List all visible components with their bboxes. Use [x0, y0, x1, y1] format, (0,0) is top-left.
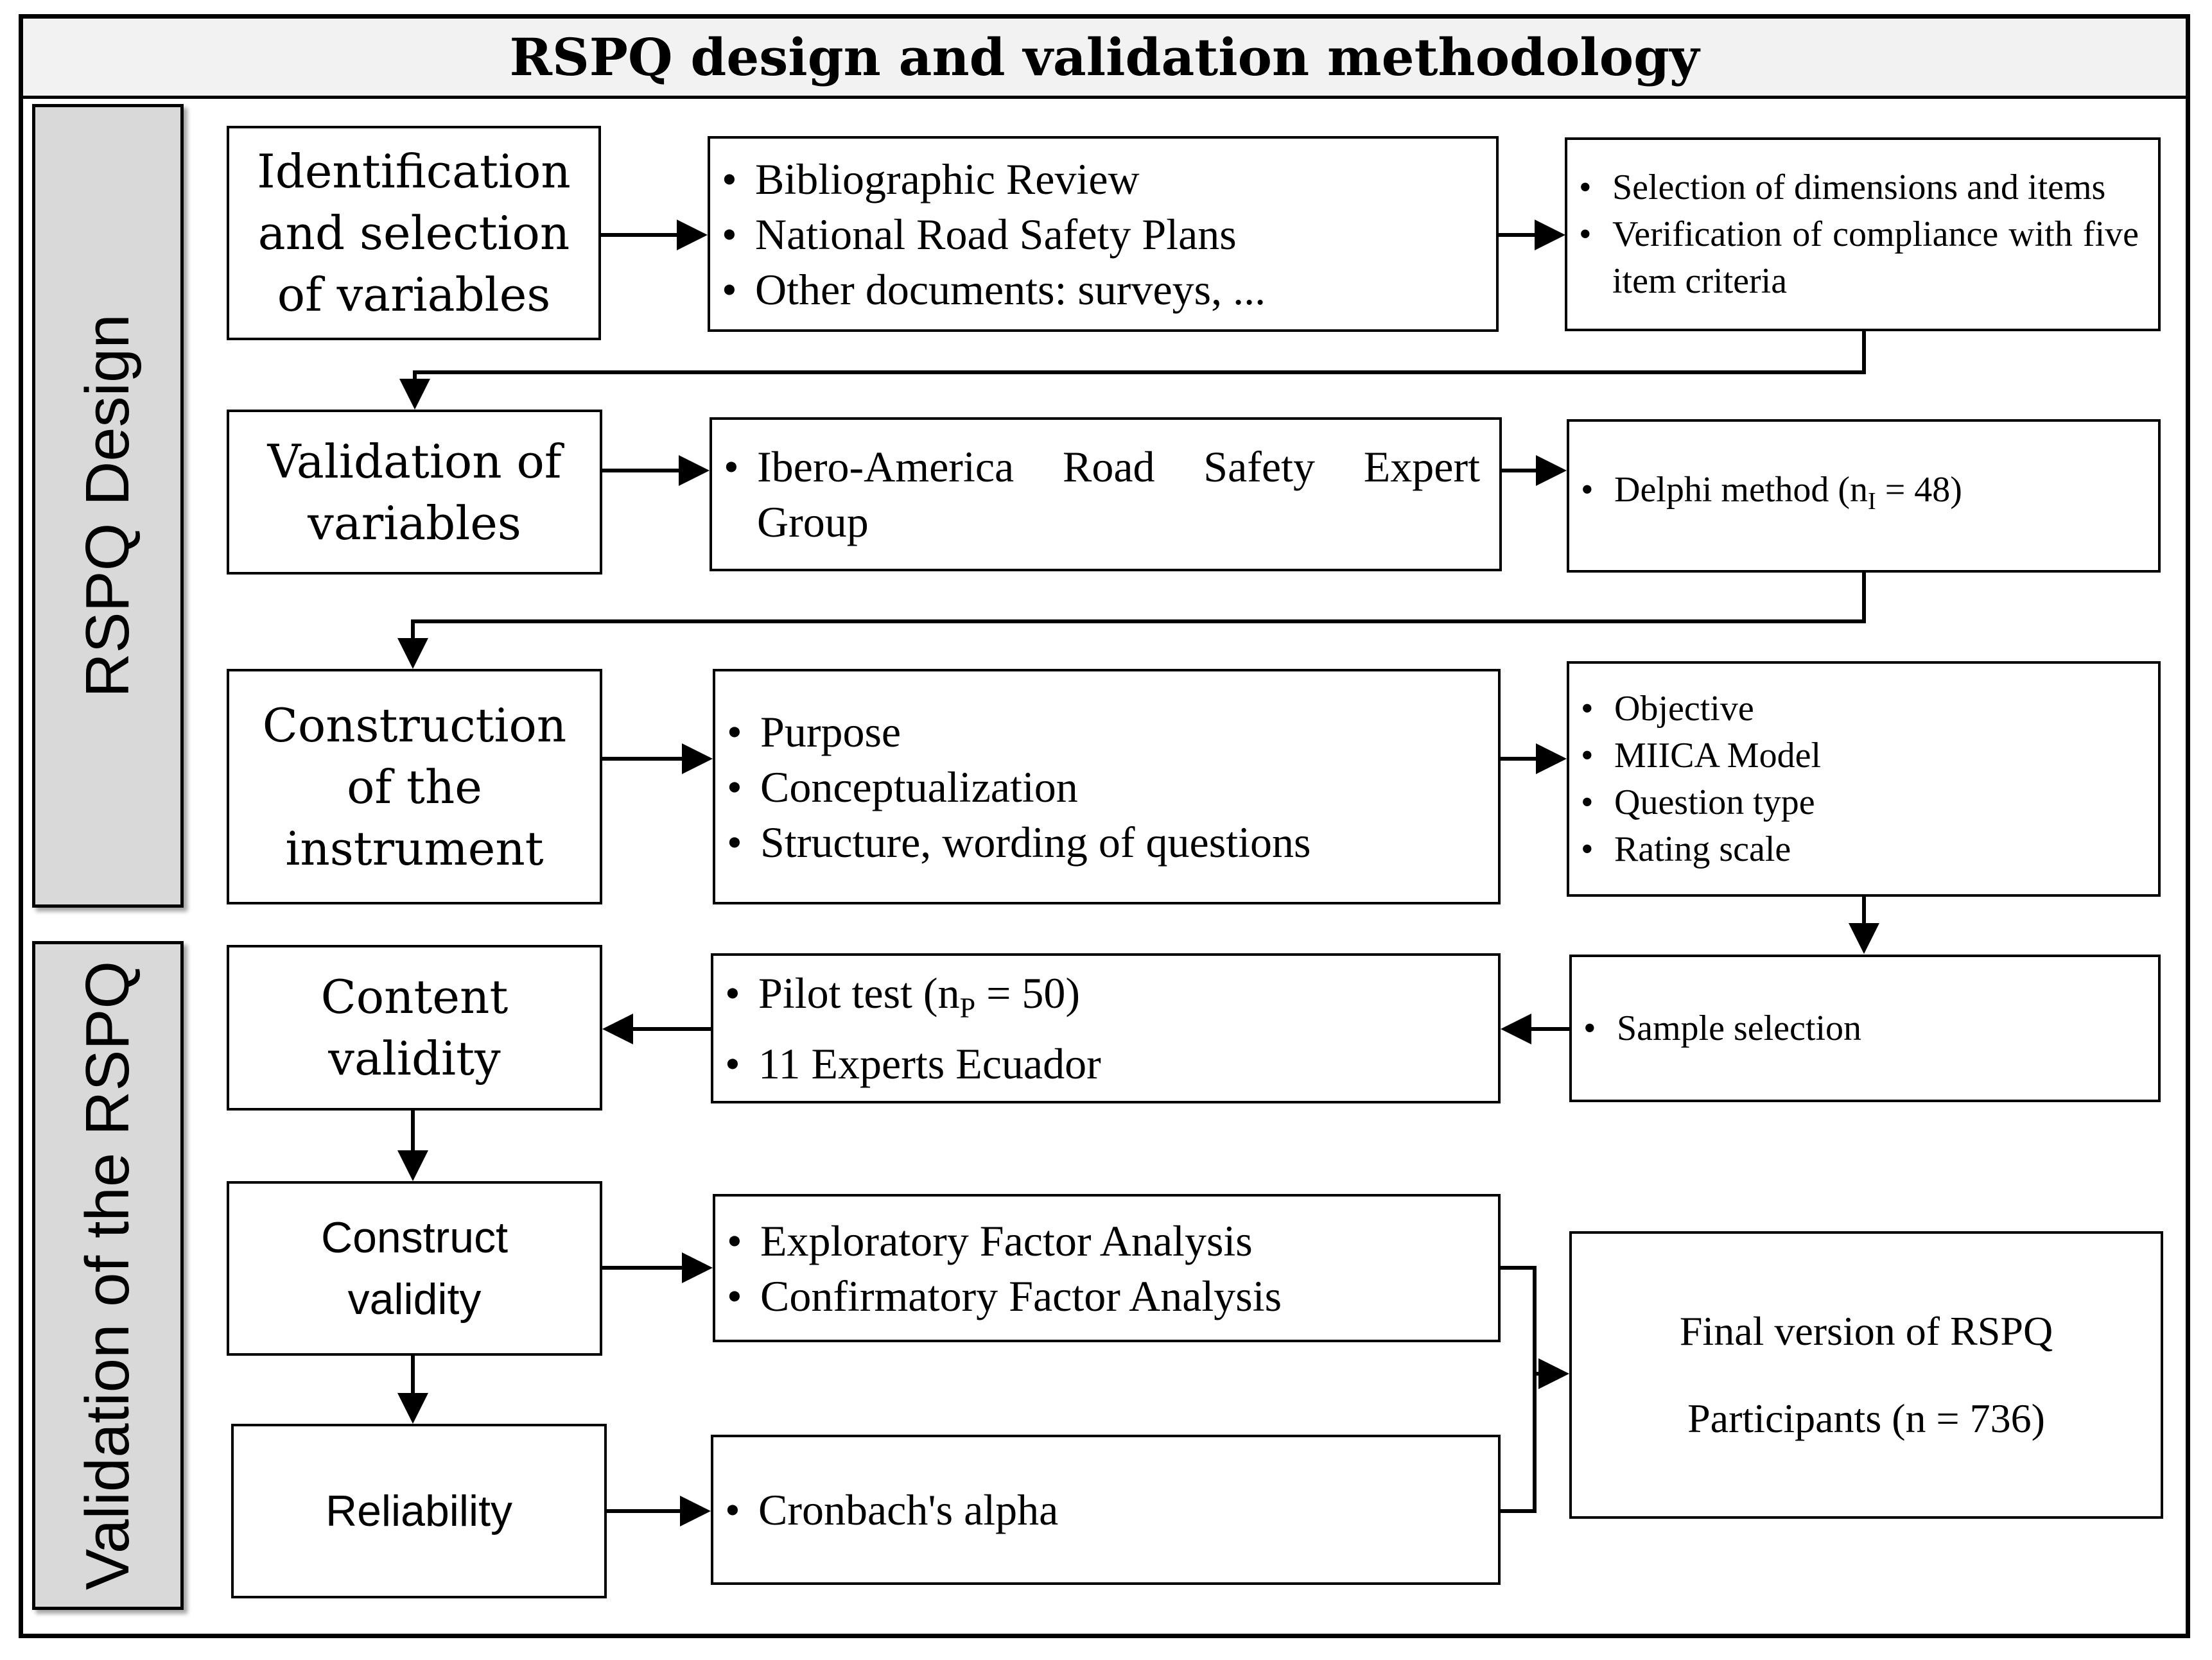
- stage-content-line: Content: [320, 970, 509, 1024]
- stage-identification-line: of variables: [277, 268, 551, 322]
- pilot-suffix: = 50): [975, 969, 1081, 1018]
- cronbach-box: Cronbach's alpha: [711, 1435, 1501, 1585]
- section-validation: Validation of the RSPQ: [32, 941, 184, 1610]
- pilot-prefix: Pilot test (n: [758, 969, 960, 1018]
- stage-reliability-line: Reliability: [326, 1487, 512, 1535]
- list-item: Pilot test (nP = 50): [713, 965, 1498, 1036]
- list-item: Other documents: surveys, ...: [710, 262, 1496, 317]
- list-item: 11 Experts Ecuador: [713, 1036, 1498, 1091]
- outputs-validation: Delphi method (nI = 48): [1567, 419, 2161, 573]
- list-item: Confirmatory Factor Analysis: [715, 1268, 1498, 1324]
- list-item: Conceptualization: [715, 759, 1498, 815]
- stage-validation-line: variables: [308, 496, 521, 550]
- list-item: Cronbach's alpha: [713, 1482, 1498, 1537]
- stage-content-line: validity: [328, 1032, 501, 1085]
- stage-validation-line: Validation of: [267, 434, 562, 488]
- list-item: Question type: [1569, 779, 2158, 826]
- stage-identification-line: Identification: [257, 144, 571, 198]
- list-item: Selection of dimensions and items: [1567, 164, 2139, 211]
- list-item: Ibero-America Road Safety Expert Group: [712, 439, 1480, 549]
- list-item: MIICA Model: [1569, 732, 2158, 779]
- list-item: Structure, wording of questions: [715, 815, 1498, 870]
- sources-validation: Ibero-America Road Safety Expert Group: [710, 417, 1502, 571]
- stage-construction-line: instrument: [285, 821, 544, 876]
- list-item: Exploratory Factor Analysis: [715, 1213, 1498, 1268]
- stage-content-validity: Content validity: [227, 945, 602, 1111]
- diagram-title: RSPQ design and validation methodology: [509, 27, 1700, 87]
- title-bar: RSPQ design and validation methodology: [19, 14, 2190, 99]
- stage-construction: Construction of the instrument: [227, 669, 602, 904]
- list-item: Verification of compliance with five ite…: [1567, 211, 2139, 305]
- stage-construction-line: of the: [347, 759, 482, 814]
- pilot-subscript: P: [959, 992, 976, 1024]
- final-version-label: Final version of RSPQ: [1679, 1308, 2053, 1354]
- list-item: Purpose: [715, 704, 1498, 759]
- sources-identification: Bibliographic Review National Road Safet…: [708, 136, 1499, 332]
- analyses-box: Exploratory Factor Analysis Confirmatory…: [713, 1194, 1501, 1342]
- list-item: Delphi method (nI = 48): [1569, 467, 2158, 525]
- list-item: National Road Safety Plans: [710, 207, 1496, 262]
- section-validation-label: Validation of the RSPQ: [73, 960, 142, 1591]
- list-item: Rating scale: [1569, 826, 2158, 873]
- delphi-subscript: I: [1868, 488, 1876, 515]
- stage-construct-line: validity: [347, 1275, 482, 1324]
- list-item: Sample selection: [1572, 1005, 2158, 1052]
- sample-box: Sample selection: [1569, 955, 2161, 1102]
- list-item: Objective: [1569, 686, 2158, 732]
- stage-validation: Validation of variables: [227, 410, 602, 575]
- section-design: RSPQ Design: [32, 104, 184, 908]
- sources-construction: Purpose Conceptualization Structure, wor…: [713, 669, 1501, 904]
- stage-construct-validity: Construct validity: [227, 1181, 602, 1356]
- stage-identification-line: and selection: [257, 206, 570, 260]
- delphi-suffix: = 48): [1876, 469, 1962, 510]
- final-version-box: Final version of RSPQ Participants (n = …: [1569, 1231, 2163, 1519]
- stage-reliability: Reliability: [231, 1424, 607, 1598]
- outputs-construction: Objective MIICA Model Question type Rati…: [1567, 661, 2161, 897]
- list-item: Bibliographic Review: [710, 151, 1496, 207]
- stage-identification: Identification and selection of variable…: [227, 126, 601, 340]
- section-design-label: RSPQ Design: [73, 314, 142, 698]
- pilot-box: Pilot test (nP = 50) 11 Experts Ecuador: [711, 953, 1501, 1103]
- final-participants-label: Participants (n = 736): [1687, 1396, 2045, 1441]
- delphi-prefix: Delphi method (n: [1614, 469, 1868, 510]
- outputs-identification: Selection of dimensions and items Verifi…: [1565, 137, 2161, 331]
- stage-construction-line: Construction: [262, 698, 567, 752]
- stage-construct-line: Construct: [321, 1213, 508, 1262]
